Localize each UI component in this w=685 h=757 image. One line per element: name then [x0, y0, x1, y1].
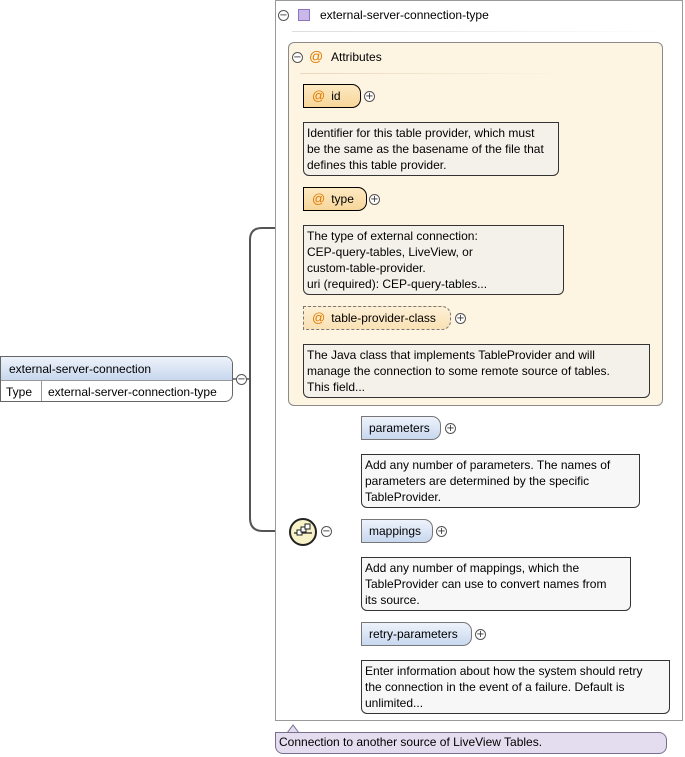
expand-table-provider-class-toggle[interactable]: + [455, 313, 466, 324]
sequence-compositor-icon[interactable] [289, 518, 317, 546]
attribute-type[interactable]: @ type [303, 187, 367, 211]
at-sign-icon: @ [312, 191, 326, 206]
attributes-title: Attributes [331, 50, 382, 64]
root-element-type-value: external-server-connection-type [48, 385, 217, 399]
attribute-table-provider-class[interactable]: @ table-provider-class [303, 306, 451, 330]
collapse-sequence-toggle[interactable]: − [321, 526, 332, 537]
collapse-root-toggle[interactable]: − [236, 374, 247, 385]
retry-parameters-documentation: Enter information about how the system s… [361, 660, 670, 714]
at-sign-icon: @ [312, 88, 326, 103]
attribute-name: type [331, 192, 354, 206]
expand-id-toggle[interactable]: + [364, 91, 375, 102]
attribute-table-provider-class-documentation: The Java class that implements TableProv… [303, 344, 650, 398]
attribute-name: table-provider-class [331, 311, 436, 325]
root-element-name: external-server-connection [1, 357, 232, 381]
attribute-name: id [331, 89, 341, 103]
expand-type-toggle[interactable]: + [369, 194, 380, 205]
complex-type-name: external-server-connection-type [320, 8, 489, 22]
root-element-type-label: Type [1, 381, 42, 401]
expand-retry-parameters-toggle[interactable]: + [475, 629, 486, 640]
root-element-documentation: Connection to another source of LiveView… [275, 732, 667, 754]
expand-mappings-toggle[interactable]: + [436, 526, 447, 537]
complex-type-icon [298, 9, 310, 21]
attribute-id[interactable]: @ id [303, 84, 361, 108]
type-title-divider [292, 31, 672, 32]
parameters-documentation: Add any number of parameters. The names … [361, 454, 640, 508]
element-mappings[interactable]: mappings [361, 519, 433, 543]
collapse-type-toggle[interactable]: − [278, 10, 289, 21]
attribute-id-documentation: Identifier for this table provider, whic… [303, 122, 559, 176]
attributes-title-divider [300, 73, 570, 74]
at-sign-icon: @ [312, 310, 326, 325]
expand-parameters-toggle[interactable]: + [445, 423, 456, 434]
element-retry-parameters[interactable]: retry-parameters [361, 622, 472, 646]
root-element[interactable]: external-server-connection Type external… [0, 356, 233, 402]
element-parameters[interactable]: parameters [361, 416, 441, 440]
mappings-documentation: Add any number of mappings, which the Ta… [361, 557, 631, 611]
attribute-type-documentation: The type of external connection: CEP-que… [303, 225, 564, 295]
at-sign-icon: @ [309, 48, 324, 64]
collapse-attributes-toggle[interactable]: − [292, 52, 303, 63]
